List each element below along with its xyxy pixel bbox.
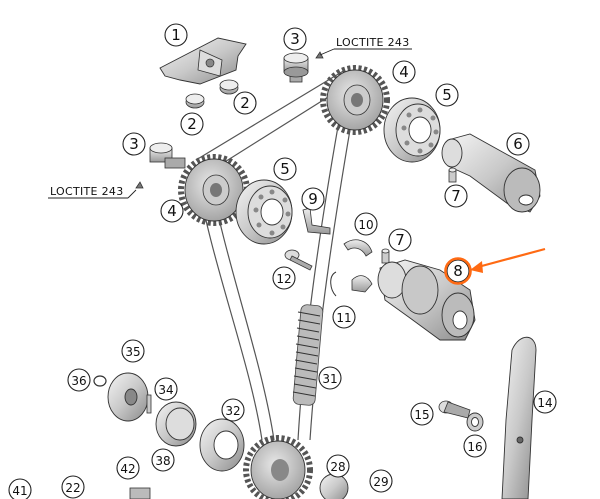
callout-12: 12 (276, 272, 291, 286)
callout-3b: 3 (129, 135, 139, 153)
callout-7a: 7 (451, 187, 461, 205)
callout-markers (8, 23, 557, 499)
callout-6: 6 (513, 135, 523, 153)
callout-16: 16 (467, 440, 482, 454)
callout-35: 35 (125, 345, 140, 359)
part-36-clip (93, 375, 107, 387)
callout-10: 10 (358, 218, 373, 232)
callout-5b: 5 (280, 160, 290, 178)
callout-2a: 2 (187, 115, 197, 133)
callout-7b: 7 (395, 231, 405, 249)
part-15-bolt (438, 400, 471, 419)
callout-38: 38 (155, 454, 170, 468)
part-35-hub (107, 372, 149, 422)
part-5-bearing-upper (383, 97, 441, 163)
callout-41: 41 (12, 484, 27, 498)
callout-22: 22 (65, 481, 80, 495)
callout-42: 42 (120, 462, 135, 476)
tensioner-spring (292, 304, 324, 406)
callout-4b: 4 (167, 202, 177, 220)
part-11-spring-clip (330, 271, 337, 297)
callout-15: 15 (414, 408, 429, 422)
callout-14: 14 (537, 396, 552, 410)
part-6-camshaft (441, 133, 541, 213)
part-5-bearing-left (235, 179, 293, 245)
callout-28: 28 (330, 460, 345, 474)
callout-8: 8 (453, 262, 463, 280)
part-9-shaft (302, 207, 331, 235)
callout-36: 36 (71, 374, 86, 388)
part-32-bearing (199, 418, 245, 472)
callout-32: 32 (225, 404, 240, 418)
callout-5a: 5 (442, 86, 452, 104)
part-16-washer (466, 412, 484, 432)
callout-2b: 2 (240, 94, 250, 112)
part-34-pin (146, 394, 152, 414)
part-38-washer (155, 401, 197, 447)
part-12-bolt (284, 249, 313, 271)
part-10-lever (343, 239, 373, 293)
part-7-pin-upper (448, 167, 457, 183)
part-2-dowels (185, 79, 239, 109)
loctite-leaders (48, 48, 412, 199)
part-7-pin-lower (381, 248, 390, 264)
callout-numbers: 1 2 2 3 3 4 4 5 5 6 7 7 8 9 10 11 12 14 … (12, 26, 552, 498)
callout-3a: 3 (290, 30, 300, 48)
part-3-bolt-left (135, 142, 186, 189)
loctite-label-left: LOCTITE 243 (50, 185, 124, 198)
part-1-bracket (159, 37, 247, 85)
part-crank-sprocket (243, 435, 313, 499)
callout-4a: 4 (399, 63, 409, 81)
part-14-chain-guide (501, 336, 537, 499)
highlight-arrow (470, 247, 546, 273)
callout-8-highlight (444, 257, 472, 285)
part-42-nut (129, 487, 151, 499)
loctite-label-top: LOCTITE 243 (336, 36, 410, 49)
callout-1: 1 (171, 26, 181, 44)
part-4-sprocket-upper (320, 65, 390, 135)
part-3-bolt-top (283, 51, 324, 83)
callout-29: 29 (373, 475, 388, 489)
part-28-washer (319, 473, 349, 499)
callout-9: 9 (308, 190, 318, 208)
callout-11: 11 (336, 311, 351, 325)
callout-34: 34 (158, 383, 173, 397)
callout-31: 31 (322, 372, 337, 386)
